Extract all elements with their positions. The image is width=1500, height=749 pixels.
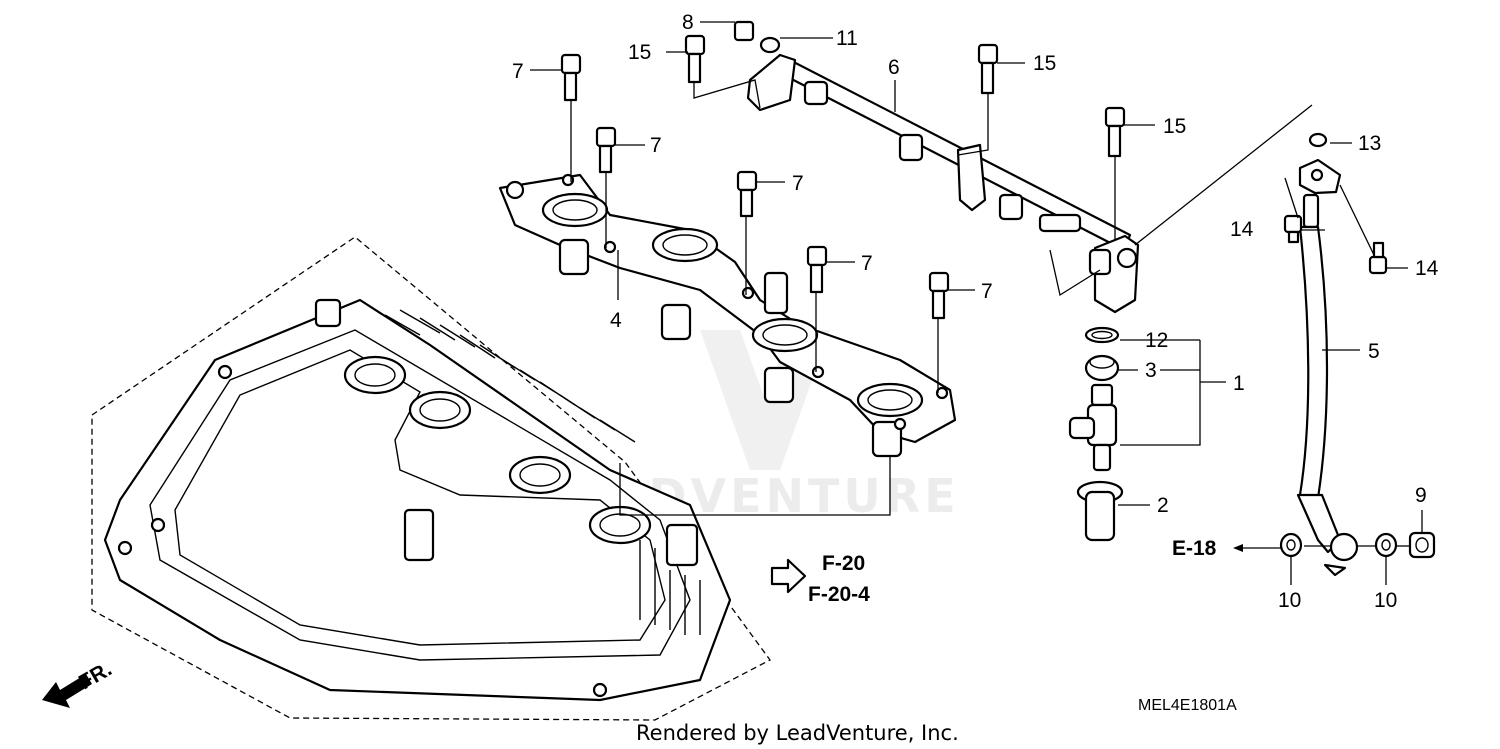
- washer-10a: [1279, 532, 1303, 558]
- callout-3: 3: [1145, 359, 1157, 382]
- callout-13: 13: [1358, 132, 1381, 155]
- plug-8: [733, 20, 755, 42]
- callout-5: 5: [1368, 340, 1380, 363]
- bolt-15c: [1104, 106, 1126, 158]
- bolt-7b: [595, 126, 617, 174]
- reference-f20: F-20: [822, 552, 865, 575]
- callout-15: 15: [628, 41, 651, 64]
- bolt-7a: [560, 53, 582, 102]
- callout-14: 14: [1415, 257, 1439, 280]
- credit-text: Rendered by LeadVenture, Inc.: [636, 721, 959, 745]
- fuel-rail: [746, 53, 1140, 314]
- callout-7: 7: [650, 134, 662, 157]
- nut-9: [1408, 531, 1436, 559]
- callout-7: 7: [792, 172, 804, 195]
- callout-4: 4: [610, 309, 622, 332]
- callout-12: 12: [1145, 329, 1168, 352]
- front-arrow-icon: [42, 674, 92, 708]
- bolt-14b: [1368, 241, 1388, 275]
- callout-11: 11: [836, 27, 858, 50]
- bolt-14a: [1283, 214, 1303, 244]
- callout-2: 2: [1157, 494, 1169, 517]
- callout-7: 7: [512, 60, 524, 83]
- callout-6: 6: [888, 56, 900, 79]
- callout-labels: 7 7 7 7 7 4 8 11 15 6 15 15 13 14 14 12 …: [512, 11, 1439, 612]
- bolts-and-washers: [560, 20, 1436, 559]
- fuel-injector: [1068, 326, 1124, 542]
- callout-15: 15: [1163, 115, 1186, 138]
- diagram-code: MEL4E1801A: [1138, 697, 1237, 714]
- bolt-7d: [806, 245, 828, 294]
- callout-15: 15: [1033, 52, 1056, 75]
- washer-11: [759, 36, 781, 54]
- fuel-hose: [1296, 132, 1359, 577]
- bolt-15b: [977, 43, 999, 95]
- callout-10: 10: [1374, 589, 1397, 612]
- reference-arrow: [770, 558, 807, 594]
- leader-lines: [530, 21, 1423, 585]
- reference-f20-4: F-20-4: [808, 583, 870, 606]
- bolt-7e: [928, 271, 950, 320]
- throttle-body-insulator: [498, 173, 957, 458]
- bolt-7c: [736, 170, 758, 218]
- callout-9: 9: [1415, 484, 1427, 507]
- cylinder-head-cover: [91, 236, 771, 721]
- callout-10: 10: [1278, 589, 1301, 612]
- callout-1: 1: [1233, 372, 1245, 395]
- callout-7: 7: [861, 252, 873, 275]
- callout-8: 8: [682, 11, 694, 34]
- callout-7: 7: [981, 280, 993, 303]
- callout-14: 14: [1230, 218, 1254, 241]
- reference-e18: E-18: [1172, 537, 1217, 560]
- bolt-15a: [684, 34, 706, 84]
- washer-10b: [1374, 532, 1398, 558]
